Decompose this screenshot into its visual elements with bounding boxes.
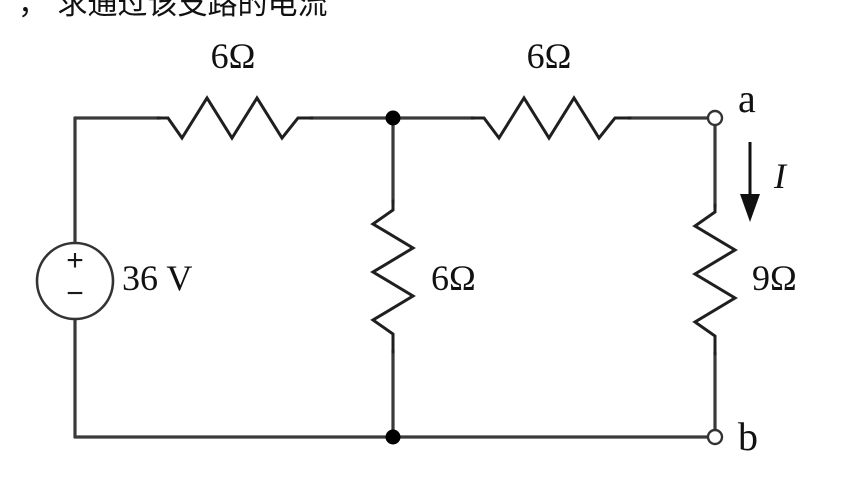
label-r-top-right: 6Ω xyxy=(527,36,572,76)
label-source-voltage: 36 V xyxy=(122,258,192,298)
label-terminal-b: b xyxy=(738,414,758,459)
terminal-a xyxy=(706,109,724,127)
label-r-right: 9Ω xyxy=(752,258,797,298)
header-text: ， 求通过该支路的电流 xyxy=(18,0,328,22)
terminal-b xyxy=(706,428,724,446)
resistor-right xyxy=(692,203,738,356)
node-bottom-middle xyxy=(385,429,401,445)
resistor-top-left xyxy=(156,95,314,141)
label-terminal-a: a xyxy=(738,76,756,121)
resistor-middle xyxy=(370,199,416,354)
source-plus-sign: + xyxy=(66,244,84,277)
label-r-top-left: 6Ω xyxy=(211,36,256,76)
source-minus-sign: − xyxy=(66,277,84,310)
resistor-top-right xyxy=(470,95,632,141)
label-current: I xyxy=(773,156,788,196)
node-top-middle xyxy=(385,110,401,126)
label-r-middle: 6Ω xyxy=(431,258,476,298)
current-arrow-head xyxy=(740,194,760,222)
voltage-source xyxy=(35,241,115,321)
